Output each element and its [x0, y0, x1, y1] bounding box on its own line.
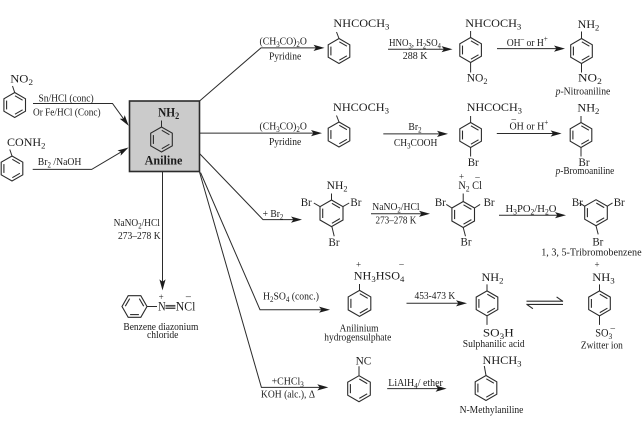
- svg-text:Br: Br: [484, 197, 495, 210]
- svg-text:453-473 K: 453-473 K: [414, 290, 455, 302]
- svg-text:Br2​ /NaOH: Br2​ /NaOH: [38, 157, 82, 170]
- svg-text:NH2​: NH2​: [481, 270, 503, 285]
- svg-text:Anilinium: Anilinium: [340, 323, 379, 335]
- svg-text:SO3​: SO3​: [595, 327, 612, 341]
- svg-text:Br2​: Br2​: [408, 122, 421, 135]
- svg-text:Sulphanilic acid: Sulphanilic acid: [463, 339, 525, 350]
- svg-text:chloride: chloride: [147, 330, 179, 341]
- svg-text:Br: Br: [350, 197, 361, 210]
- svg-text:N-Methylaniline: N-Methylaniline: [460, 405, 524, 416]
- svg-text:HNO3​, H2​SO4​: HNO3​, H2​SO4​: [389, 37, 441, 50]
- svg-text:–: –: [610, 323, 616, 333]
- svg-text:NH2​: NH2​: [578, 17, 600, 32]
- svg-text:+: +: [159, 292, 164, 302]
- svg-text:273–278 K: 273–278 K: [376, 215, 417, 227]
- svg-text:NHCOCH3​: NHCOCH3​: [333, 100, 389, 115]
- svg-text:NC: NC: [356, 354, 372, 367]
- svg-text:–: –: [474, 172, 480, 182]
- svg-text:H3​PO2​/H2​O: H3​PO2​/H2​O: [505, 203, 556, 217]
- svg-text:+: +: [594, 260, 599, 270]
- svg-text:CONH2​: CONH2​: [7, 135, 45, 150]
- svg-text:NHCOCH3​: NHCOCH3​: [333, 16, 389, 31]
- svg-text:NaNO2​/HCl: NaNO2​/HCl: [372, 202, 419, 215]
- svg-text:288 K: 288 K: [403, 51, 428, 63]
- svg-text:H2​SO4​ (conc.): H2​SO4​ (conc.): [263, 291, 319, 304]
- svg-text:LiAlH4​/ ether: LiAlH4​/ ether: [388, 378, 443, 391]
- svg-text:+CHCl3​: +CHCl3​: [272, 376, 304, 389]
- svg-text:Pyridine: Pyridine: [269, 51, 302, 63]
- svg-text:Zwitter ion: Zwitter ion: [581, 340, 623, 352]
- svg-text:NO2​: NO2​: [467, 70, 488, 86]
- svg-text:NH2​: NH2​: [158, 105, 180, 121]
- svg-text:NO2​: NO2​: [10, 72, 33, 87]
- svg-text:Br: Br: [579, 157, 590, 170]
- svg-text:+ Br2​: + Br2​: [263, 209, 284, 222]
- svg-text:NHCOCH3​: NHCOCH3​: [465, 16, 521, 31]
- svg-text:–: –: [398, 259, 404, 269]
- svg-text:(CH3​CO)2​O: (CH3​CO)2​O: [260, 36, 308, 49]
- svg-text:NaNO2​/HCl: NaNO2​/HCl: [114, 217, 160, 230]
- svg-text:(CH3​CO)2​O: (CH3​CO)2​O: [260, 121, 308, 134]
- svg-text:NHCH3​: NHCH3​: [483, 353, 522, 368]
- svg-text:Br: Br: [435, 197, 446, 210]
- svg-text:N2​ Cl: N2​ Cl: [458, 179, 482, 193]
- svg-text:Br: Br: [592, 236, 603, 249]
- svg-text:Br: Br: [329, 236, 340, 249]
- svg-text:Or Fe/HCl (Conc): Or Fe/HCl (Conc): [33, 107, 101, 119]
- svg-text:N: N: [158, 301, 166, 314]
- svg-text:–: –: [185, 292, 192, 303]
- svg-text:Br: Br: [301, 197, 312, 210]
- svg-text:273–278 K: 273–278 K: [118, 230, 161, 242]
- svg-text:NHCOCH3​: NHCOCH3​: [467, 100, 522, 115]
- svg-text:hydrogensulphate: hydrogensulphate: [324, 332, 392, 344]
- svg-text:OH–​ or H+​: OH–​ or H+​: [507, 34, 548, 49]
- svg-text:NCl: NCl: [176, 299, 196, 313]
- svg-text:p-Bromoaniline: p-Bromoaniline: [555, 165, 615, 177]
- svg-text:NH2​: NH2​: [577, 100, 599, 115]
- svg-text:Br: Br: [572, 197, 583, 210]
- svg-text:NH3​: NH3​: [592, 270, 615, 285]
- svg-text:Pyridine: Pyridine: [269, 136, 302, 148]
- svg-text:OH or H+​: OH or H+​: [509, 118, 548, 133]
- svg-text:Br: Br: [461, 236, 472, 249]
- svg-text:Br: Br: [468, 157, 479, 170]
- svg-text:+: +: [356, 260, 361, 270]
- svg-text:Aniline: Aniline: [145, 154, 183, 168]
- svg-text:NH3​HSO4​: NH3​HSO4​: [354, 268, 405, 283]
- svg-text:1, 3, 5-Tribromobenzene: 1, 3, 5-Tribromobenzene: [541, 247, 642, 258]
- svg-text:Sn/HCl (conc): Sn/HCl (conc): [38, 93, 93, 105]
- svg-text:–: –: [511, 114, 517, 124]
- svg-text:+: +: [459, 172, 464, 182]
- svg-text:SO3​H: SO3​H: [483, 326, 514, 341]
- svg-text:Benzene diazonium: Benzene diazonium: [123, 321, 198, 333]
- svg-text:KOH (alc.), Δ: KOH (alc.), Δ: [261, 389, 315, 401]
- svg-text:CH3​COOH: CH3​COOH: [394, 138, 438, 151]
- svg-text:NO2​: NO2​: [578, 71, 602, 86]
- svg-text:p-Nitroaniline: p-Nitroaniline: [555, 86, 611, 97]
- svg-text:Br: Br: [614, 197, 625, 210]
- svg-text:NH2​: NH2​: [327, 178, 348, 194]
